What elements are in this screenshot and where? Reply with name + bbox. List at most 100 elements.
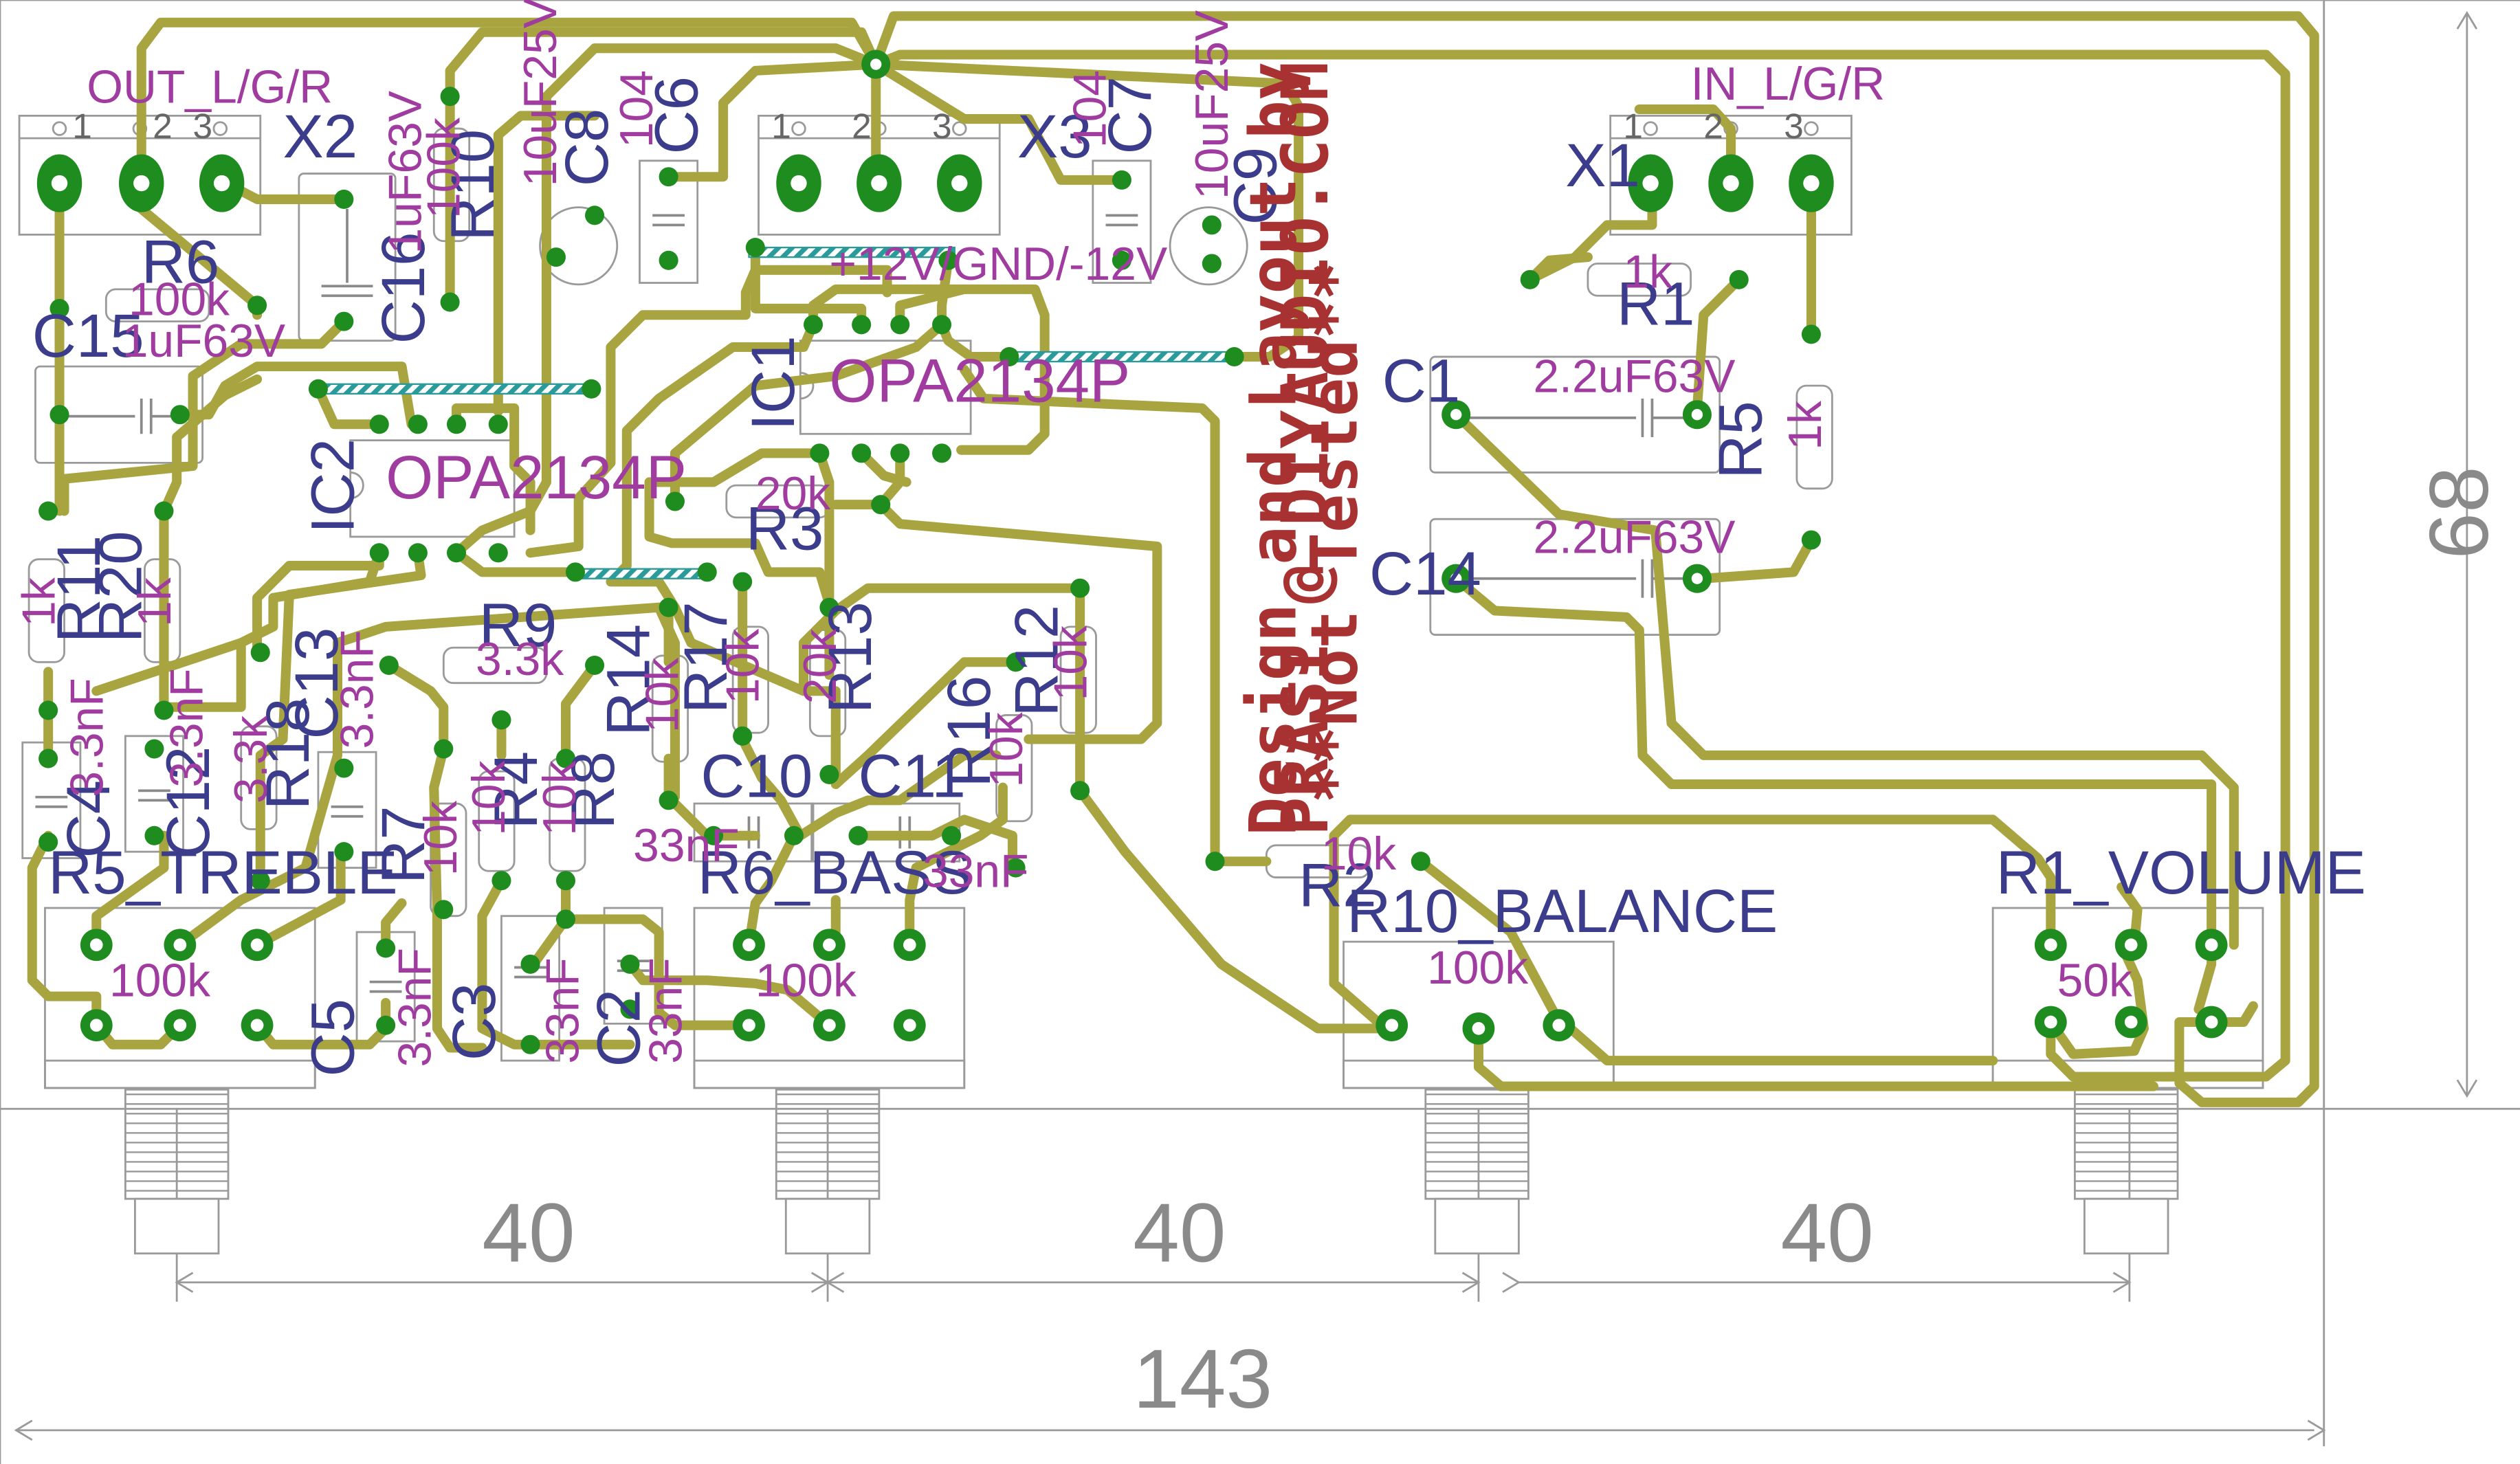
- x2-pin-1: 1: [72, 106, 92, 146]
- x1-pin-1: 1: [1623, 106, 1643, 146]
- r6-designator: R6: [142, 228, 220, 296]
- r3-value: 20k: [755, 468, 830, 520]
- x2-designator: X2: [283, 102, 357, 170]
- c13-value: 3.3nF: [331, 630, 383, 748]
- r10-designator: R10: [439, 129, 507, 241]
- x3-pin-3: 3: [932, 106, 952, 146]
- c2-value: 33nF: [640, 957, 692, 1064]
- balance-designator: R10_BALANCE: [1347, 877, 1778, 945]
- ic1-part: OPA2134P: [829, 347, 1130, 415]
- r8-designator: R8: [559, 751, 627, 830]
- c3-designator: C3: [440, 983, 508, 1061]
- c9-designator: C9: [1221, 147, 1289, 225]
- r18-value: 3.3k: [225, 716, 277, 803]
- c4-designator: C4: [54, 780, 122, 858]
- x1-designator: X1: [1565, 131, 1640, 199]
- x2-pin-3: 3: [193, 106, 213, 146]
- credit-line-3: **Not Tested**: [1297, 262, 1372, 803]
- r4-designator: R4: [482, 751, 550, 830]
- r18-designator: R18: [254, 698, 322, 810]
- x1-label: IN_L/G/R: [1691, 58, 1886, 110]
- r17-value: 10k: [718, 629, 769, 704]
- r17-designator: R17: [672, 601, 740, 713]
- c1-designator: C1: [1382, 347, 1461, 415]
- r20-designator: R20: [87, 531, 155, 643]
- r5-designator: R5: [1706, 401, 1774, 479]
- c10-designator: C10: [700, 742, 813, 810]
- c9-value: 10uF25V: [1186, 10, 1238, 199]
- credit-line-2: PRASI @ DIYAUDIO.COM: [1268, 62, 1343, 836]
- treble-value: 100k: [109, 955, 210, 1007]
- r3-designator: R3: [746, 495, 824, 563]
- c15-designator: C15: [32, 302, 144, 370]
- treble-designator: R5_TREBLE: [48, 839, 398, 907]
- pad-holes: [51, 58, 2218, 1035]
- r1-value: 1k: [1623, 247, 1672, 298]
- r16-designator: R16: [935, 676, 1003, 788]
- x1-pin-2: 2: [1703, 106, 1723, 146]
- r9-value: 3.3k: [476, 634, 564, 685]
- x1-pin-3: 3: [1784, 106, 1804, 146]
- ic2-designator: IC2: [298, 439, 366, 533]
- c2-designator: C2: [585, 989, 653, 1067]
- c6-designator: C6: [643, 76, 711, 155]
- x3-pin-1: 1: [771, 106, 791, 146]
- pin-numbers: 1 2 3 1 2 3 1 2 3: [72, 106, 1804, 146]
- r7-designator: R7: [369, 806, 437, 884]
- r11-designator: R11: [45, 535, 113, 643]
- volume-designator: R1_VOLUME: [1996, 839, 2366, 907]
- c8-value: 10uF25V: [515, 0, 566, 186]
- c14-designator: C14: [1369, 540, 1481, 608]
- r2-designator: R2: [1298, 852, 1377, 920]
- r6-value: 100k: [129, 274, 230, 325]
- c7-value: 104: [1065, 70, 1116, 148]
- x3-pin-2: 2: [852, 106, 872, 146]
- r1-designator: R1: [1617, 269, 1695, 337]
- r11-value: 1k: [13, 577, 65, 627]
- balance-value: 100k: [1427, 942, 1528, 994]
- c1-value: 2.2uF63V: [1533, 351, 1735, 403]
- x2-pin-2: 2: [153, 106, 173, 146]
- x3-designator: X3: [1017, 102, 1092, 170]
- r14-designator: R14: [595, 624, 663, 736]
- dim-height: 68: [2412, 466, 2506, 559]
- credit-block: Design and Layout by PRASI @ DIYAUDIO.CO…: [1236, 62, 1372, 836]
- c8-designator: C8: [553, 109, 621, 187]
- credit-line-1: Design and Layout by: [1236, 62, 1311, 836]
- c16-designator: C16: [369, 232, 437, 344]
- dim-top-3: 40: [1781, 1186, 1874, 1279]
- c11-value: 33nF: [922, 846, 1029, 898]
- c10-value: 33nF: [633, 820, 740, 872]
- bass-designator: R6_BASS: [698, 839, 973, 907]
- x3-label: +12V/GND/-12V: [829, 239, 1167, 290]
- r13-value: 20k: [795, 629, 846, 704]
- r20-value: 1k: [129, 577, 181, 627]
- designators: X2 X3 X1 R6 R1 C15 C1 C14 R3 R9 C10 C11 …: [32, 76, 2366, 1077]
- r12-value: 10k: [1045, 625, 1096, 700]
- c3-value: 33nF: [538, 957, 589, 1064]
- c14-value: 2.2uF63V: [1533, 511, 1735, 563]
- c5-value: 3.3nF: [390, 948, 441, 1067]
- r7-value: 10k: [415, 801, 467, 876]
- r13-designator: R13: [816, 601, 884, 713]
- r9-designator: R9: [479, 591, 557, 659]
- ic1-designator: IC1: [739, 335, 807, 430]
- c12-value: 3.3nF: [162, 668, 213, 787]
- component-values: OUT_L/G/R IN_L/G/R +12V/GND/-12V 100k 1u…: [13, 0, 2132, 1067]
- dim-top-2: 40: [1133, 1186, 1226, 1279]
- r2-value: 10k: [1321, 828, 1396, 880]
- volume-value: 50k: [2057, 955, 2132, 1007]
- bass-value: 100k: [755, 955, 856, 1007]
- ic2-part: OPA2134P: [386, 443, 687, 511]
- c7-designator: C7: [1096, 76, 1164, 155]
- c13-designator: C13: [283, 628, 351, 740]
- r14-value: 10k: [637, 658, 689, 733]
- r8-value: 10k: [534, 760, 586, 835]
- r12-designator: R12: [1002, 605, 1070, 717]
- r10-value: 100k: [419, 118, 470, 219]
- c12-designator: C12: [154, 746, 222, 858]
- jumper-wires: [317, 246, 1235, 579]
- c11-designator: C11: [858, 742, 965, 810]
